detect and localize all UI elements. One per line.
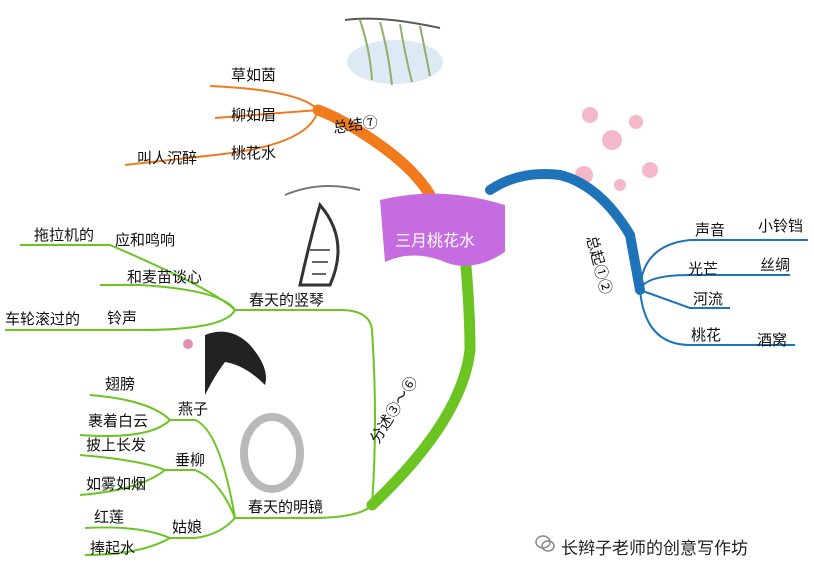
intro-item: 丝绸 xyxy=(760,256,791,274)
watermark-text: 长辫子老师的创意写作坊 xyxy=(561,539,748,559)
summary-item: 桃花水 xyxy=(231,144,277,162)
music-harp-icon xyxy=(284,185,361,287)
harp-item: 车轮滚过的 xyxy=(5,310,81,328)
mirror-item: 裹着白云 xyxy=(88,412,149,430)
mirror-item: 翅膀 xyxy=(105,375,136,393)
harp-item: 应和鸣响 xyxy=(115,231,176,249)
mirror-item: 如雾如烟 xyxy=(86,475,147,493)
mirror-item: 红莲 xyxy=(94,508,125,526)
mirror-icon xyxy=(240,413,304,493)
harp-label: 春天的竖琴 xyxy=(249,291,325,309)
center-node: 三月桃花水 xyxy=(395,231,476,250)
mirror-item: 披上长发 xyxy=(86,436,147,454)
harp-item: 铃声 xyxy=(107,309,138,327)
intro-item: 酒窝 xyxy=(757,331,788,349)
intro-item: 声音 xyxy=(695,221,726,239)
summary-item: 草如茵 xyxy=(231,66,277,84)
summary-item: 叫人沉醉 xyxy=(137,149,198,167)
mirror-sub-label: 垂柳 xyxy=(175,451,206,469)
harp-item: 和麦苗谈心 xyxy=(127,268,203,286)
mirror-item: 捧起水 xyxy=(90,539,136,557)
mirror-sub-label: 燕子 xyxy=(178,400,209,418)
wechat-icon xyxy=(535,535,555,552)
intro-item: 河流 xyxy=(693,290,724,308)
intro-item: 小铃铛 xyxy=(758,217,804,235)
mirror-label: 春天的明镜 xyxy=(248,498,324,516)
harp-item: 拖拉机的 xyxy=(34,226,95,244)
willow-painting-icon xyxy=(344,17,443,86)
intro-item: 光芒 xyxy=(688,260,719,278)
blossom-icon xyxy=(575,107,658,191)
swallow-icon xyxy=(183,331,266,395)
summary-item: 柳如眉 xyxy=(231,106,277,124)
intro-item: 桃花 xyxy=(691,326,722,344)
mirror-sub-label: 姑娘 xyxy=(172,518,203,536)
